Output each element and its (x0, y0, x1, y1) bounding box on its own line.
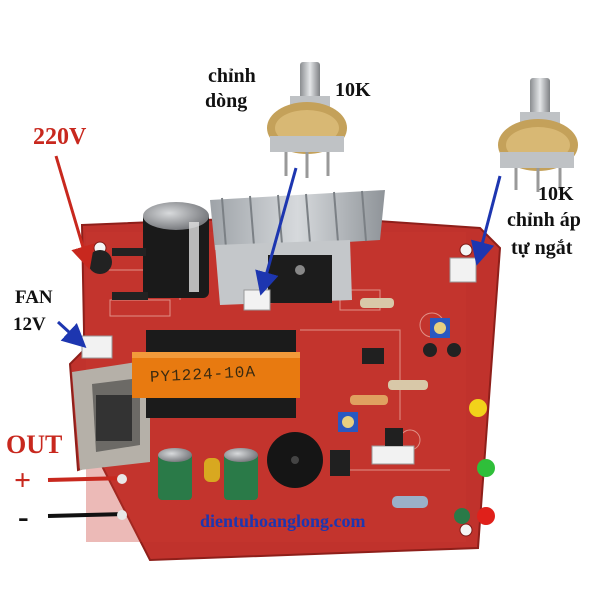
transformer (132, 330, 300, 418)
voltage-pot-label-line2: tự ngắt (511, 237, 573, 259)
ic-chip (362, 348, 384, 364)
small-capacitor (454, 508, 470, 524)
wire-plus (47, 476, 127, 482)
current-pot-value: 10K (335, 79, 371, 101)
arrow-220v (54, 155, 95, 270)
voltage-pot-value: 10K (538, 183, 574, 205)
fan-connector (81, 335, 113, 359)
power-transistor (268, 255, 332, 303)
pot-connector-voltage (449, 257, 477, 283)
resistor (360, 298, 394, 308)
terminal-minus (117, 510, 127, 520)
pot-connector-current (243, 289, 271, 311)
buzzer (267, 432, 323, 488)
mains-voltage-label: 220V (33, 124, 87, 150)
plus-label: + (14, 464, 32, 497)
led-red (477, 507, 495, 525)
fan-label: FAN (15, 287, 53, 308)
status-leds (454, 399, 495, 525)
led-green (477, 459, 495, 477)
diode (112, 248, 146, 256)
ic-chip (385, 428, 403, 446)
minus-label: - (18, 498, 29, 534)
transistor (447, 343, 461, 357)
terminal-plus (117, 474, 127, 484)
output-capacitors (158, 448, 258, 500)
regulator (330, 450, 350, 476)
output-bracket (72, 360, 150, 470)
arrow-voltage-pot (470, 175, 502, 266)
mount-hole (459, 243, 473, 257)
arrow-fan (56, 320, 87, 349)
resistor (388, 380, 428, 390)
led-yellow (469, 399, 487, 417)
transistor (423, 343, 437, 357)
website-watermark: dientuhoanglong.com (200, 511, 366, 531)
trim-pots (338, 318, 450, 432)
annotation-arrows (47, 155, 502, 520)
wire-minus (47, 512, 127, 518)
diode-glass (392, 496, 428, 508)
current-pot-label-line2: dòng (205, 90, 248, 112)
fan-voltage-label: 12V (13, 314, 46, 335)
current-pot-label-line1: chỉnh (208, 65, 256, 87)
arrow-current-pot (255, 167, 298, 296)
header-connector (371, 445, 415, 465)
varistor (88, 250, 112, 274)
potentiometer-voltage (498, 78, 578, 192)
output-label: OUT (6, 430, 63, 459)
misc-ics (330, 343, 461, 508)
potentiometer-current (267, 62, 347, 178)
voltage-pot-label-line1: chỉnh áp (507, 209, 581, 231)
connectors (81, 257, 477, 465)
diode (112, 292, 148, 300)
main-capacitor (143, 202, 209, 298)
mount-hole (459, 523, 473, 537)
heatsink (210, 190, 385, 305)
resistor (350, 395, 388, 405)
